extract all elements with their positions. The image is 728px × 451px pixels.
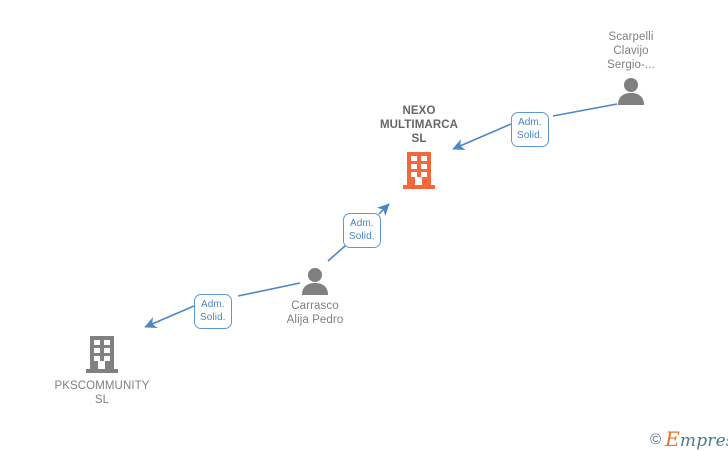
- person-icon: [551, 77, 711, 105]
- building-icon: [22, 335, 182, 375]
- empresia-watermark: © Empresia: [650, 427, 728, 451]
- node-nexo-multimarca-sl[interactable]: NEXO MULTIMARCA SL: [339, 104, 499, 191]
- brand-name: Empresia: [665, 427, 728, 451]
- node-pkscommunity-sl[interactable]: PKSCOMMUNITY SL: [22, 335, 182, 407]
- brand-rest: mpresia: [679, 431, 728, 451]
- node-label-nexo: NEXO MULTIMARCA SL: [379, 105, 459, 145]
- node-label-pkscommunity: PKSCOMMUNITY SL: [54, 380, 150, 406]
- edge-badge-carrasco-nexo[interactable]: Adm. Solid.: [343, 213, 381, 248]
- edge-badge-carrasco-pkscommunity[interactable]: Adm. Solid.: [194, 294, 232, 329]
- building-icon: [339, 151, 499, 191]
- node-carrasco-alija-pedro[interactable]: Carrasco Alija Pedro: [235, 267, 395, 327]
- node-scarpelli-clavijo-sergio[interactable]: Scarpelli Clavijo Sergio-...: [551, 30, 711, 105]
- edge-badge-scarpelli-nexo[interactable]: Adm. Solid.: [511, 112, 549, 147]
- copyright-icon: ©: [650, 430, 662, 448]
- node-label-carrasco: Carrasco Alija Pedro: [286, 300, 344, 326]
- person-icon: [235, 267, 395, 295]
- brand-initial: E: [665, 427, 680, 451]
- node-label-scarpelli: Scarpelli Clavijo Sergio-...: [607, 31, 655, 71]
